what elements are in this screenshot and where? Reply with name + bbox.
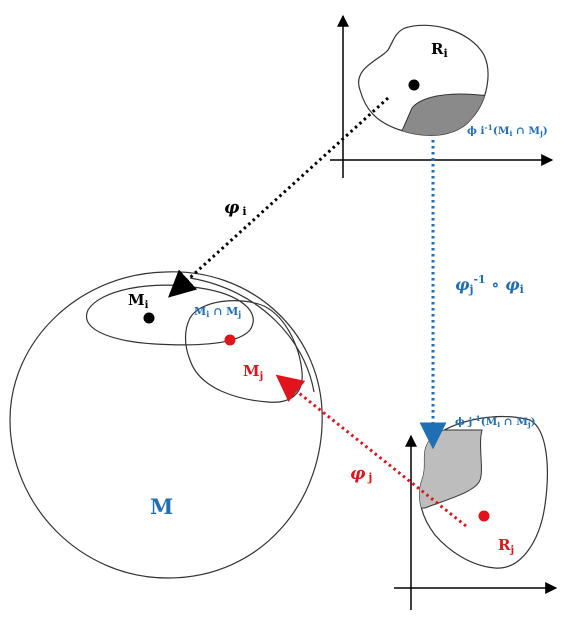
label-transition-map: φj-1 ∘ φi [455,273,524,296]
label-phi-inv-top: ϕ i-1(Mi ∩ Mj) [467,123,548,138]
top-axes [330,14,554,178]
label-R-i: Ri [431,40,448,60]
label-phi-inv-bottom: ϕ j-1(Mi ∩ Mj) [455,414,536,429]
label-overlap: Mi ∩ Mj [194,305,241,319]
point-M-i [143,312,155,324]
point-R-j [478,510,490,522]
label-R-j: Rj [498,536,514,556]
arrow-phi-j [275,374,467,528]
bottom-axes [394,434,558,610]
label-M-j: Mj [243,362,263,382]
manifold-inner-arc [189,277,315,393]
label-M-i: Mi [128,291,149,311]
manifold-M [9,271,323,579]
shaded-overlap-top [397,93,488,136]
point-R-i [408,79,420,91]
point-M-j [224,334,236,346]
shaded-overlap-bottom [419,429,483,509]
chart-domain-M-i [85,284,254,346]
arrow-phi-i [168,96,390,298]
label-M: M [150,494,173,519]
region-R-j [419,416,548,569]
